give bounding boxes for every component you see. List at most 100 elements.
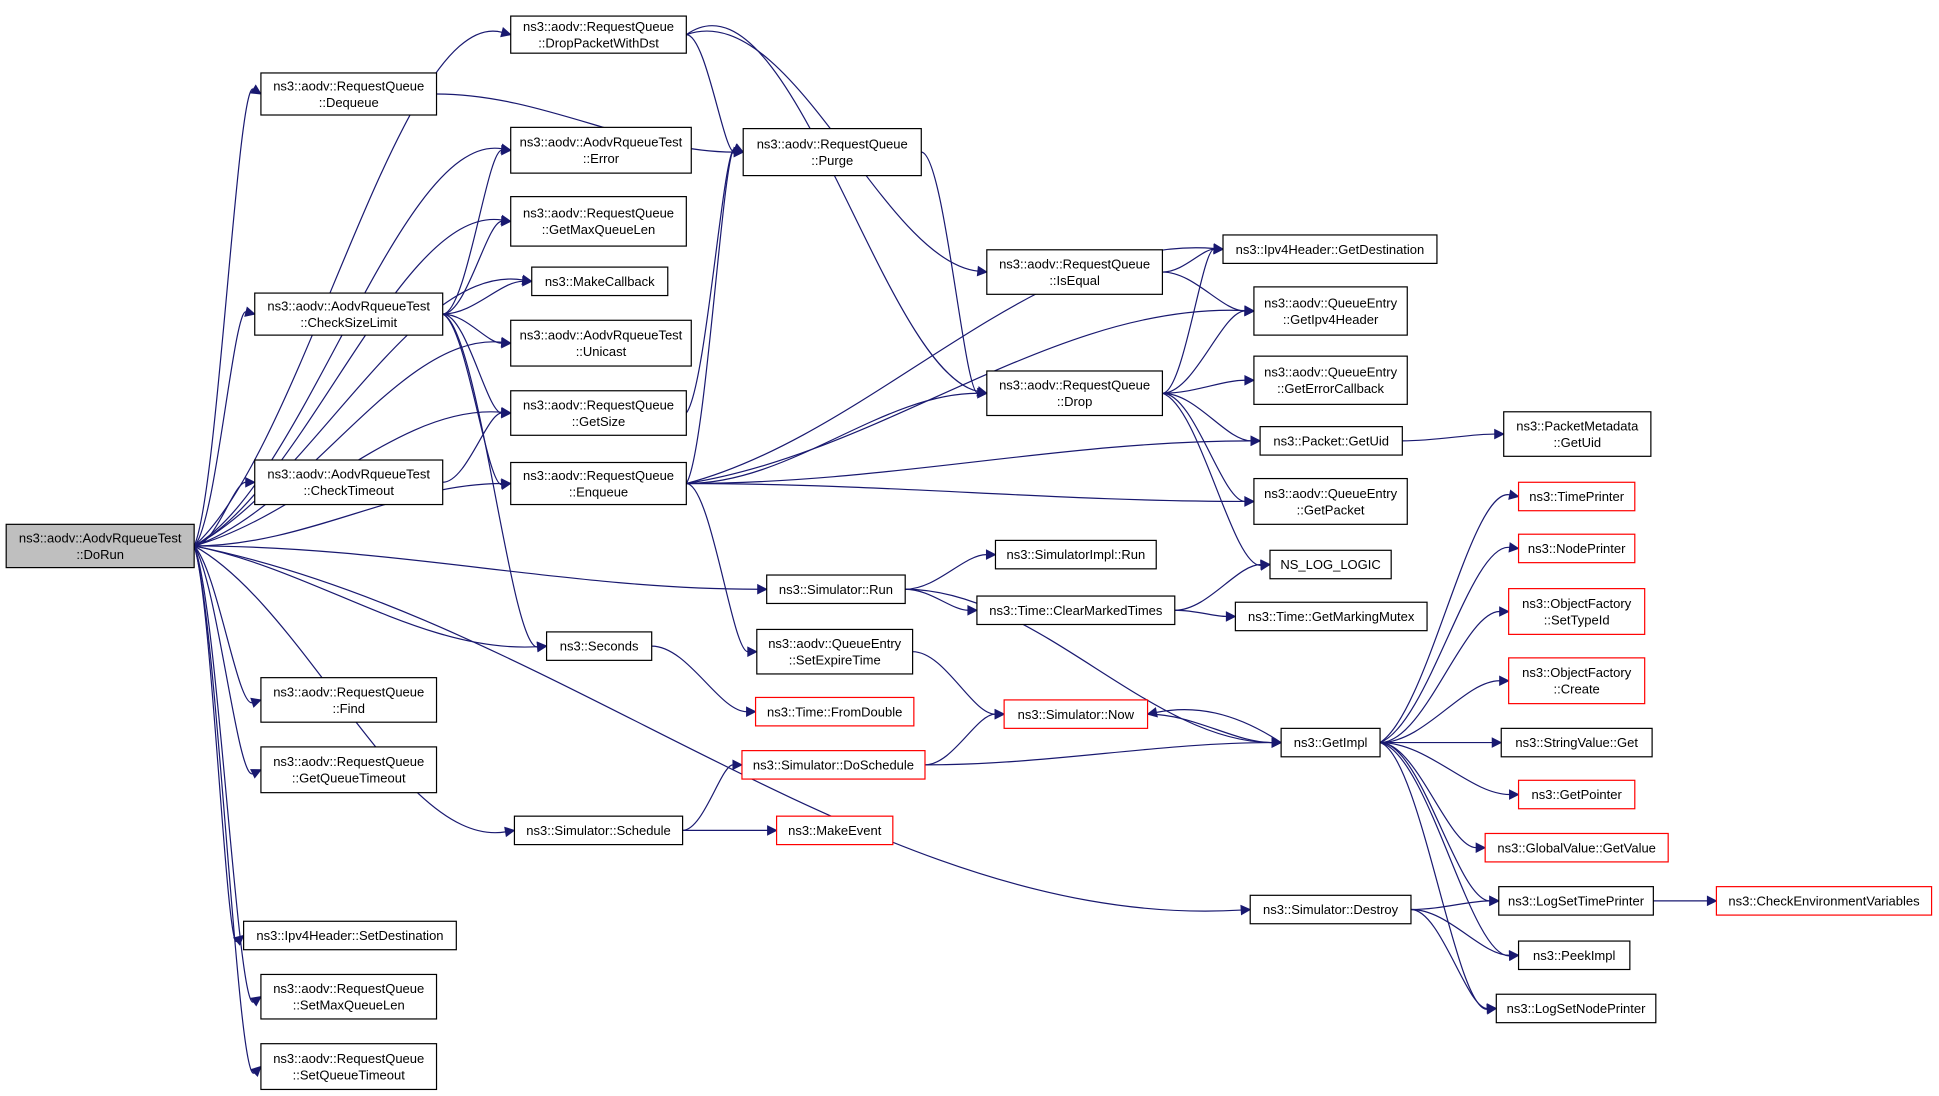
edge-dorun-to-makecallback bbox=[193, 278, 523, 547]
node-dequeue[interactable]: ns3::aodv::RequestQueue::Dequeue bbox=[260, 72, 438, 116]
node-dorun[interactable]: ns3::aodv::AodvRqueueTest::DoRun bbox=[5, 523, 195, 569]
arrowhead-getimpl-to-gvgetvalue bbox=[1475, 842, 1487, 854]
node-seconds[interactable]: ns3::Seconds bbox=[545, 631, 653, 661]
node-label: ns3::aodv::AodvRqueueTest bbox=[520, 135, 683, 150]
node-pmgetuid[interactable]: ns3::PacketMetadata::GetUid bbox=[1503, 411, 1652, 457]
node-destroy[interactable]: ns3::Simulator::Destroy bbox=[1249, 894, 1412, 925]
edge-destroy-to-logsetnode bbox=[1410, 908, 1488, 1010]
arrowhead-dorun-to-dequeue bbox=[250, 84, 262, 95]
node-getpacket[interactable]: ns3::aodv::QueueEntry::GetPacket bbox=[1253, 477, 1408, 525]
node-label: ::GetQueueTimeout bbox=[292, 771, 406, 786]
node-checkenv[interactable]: ns3::CheckEnvironmentVariables bbox=[1715, 886, 1933, 916]
node-box bbox=[1003, 699, 1149, 729]
edges-layer bbox=[193, 25, 1718, 1077]
node-geterrcb[interactable]: ns3::aodv::QueueEntry::GetErrorCallback bbox=[1253, 355, 1408, 405]
node-simrun[interactable]: ns3::Simulator::Run bbox=[766, 574, 906, 605]
node-setqtimeout[interactable]: ns3::aodv::RequestQueue::SetQueueTimeout bbox=[260, 1043, 438, 1091]
node-getqtimeout[interactable]: ns3::aodv::RequestQueue::GetQueueTimeout bbox=[260, 746, 438, 794]
edge-checksize-to-error bbox=[442, 149, 503, 315]
node-unicast[interactable]: ns3::aodv::AodvRqueueTest::Unicast bbox=[510, 319, 692, 367]
edge-enqueue-to-getpacket bbox=[686, 482, 1245, 503]
node-label: ns3::Simulator::Destroy bbox=[1263, 902, 1399, 917]
node-makecallback[interactable]: ns3::MakeCallback bbox=[531, 266, 669, 297]
node-box bbox=[510, 461, 687, 506]
arrowhead-clearmarked-to-nslog bbox=[1260, 559, 1272, 570]
node-ipv4setdest[interactable]: ns3::Ipv4Header::SetDestination bbox=[243, 920, 457, 951]
node-checktimeout[interactable]: ns3::aodv::AodvRqueueTest::CheckTimeout bbox=[254, 459, 444, 506]
edge-setexpire-to-simnow bbox=[912, 651, 996, 715]
node-logsetnode[interactable]: ns3::LogSetNodePrinter bbox=[1495, 993, 1657, 1024]
node-timeprinter[interactable]: ns3::TimePrinter bbox=[1517, 481, 1636, 512]
node-label: ns3::aodv::RequestQueue bbox=[273, 1051, 424, 1066]
node-label: ns3::aodv::RequestQueue bbox=[273, 981, 424, 996]
node-getpointer[interactable]: ns3::GetPointer bbox=[1517, 779, 1636, 810]
edge-dorun-to-dequeue bbox=[193, 88, 254, 547]
node-label: ::IsEqual bbox=[1049, 273, 1100, 288]
node-error[interactable]: ns3::aodv::AodvRqueueTest::Error bbox=[510, 126, 692, 174]
node-label: ns3::Time::GetMarkingMutex bbox=[1248, 609, 1415, 624]
node-label: ns3::aodv::QueueEntry bbox=[1264, 486, 1397, 501]
node-box bbox=[1234, 601, 1428, 632]
arrowhead-dorun-to-ipv4setdest bbox=[232, 934, 245, 946]
node-schedule[interactable]: ns3::Simulator::Schedule bbox=[513, 815, 684, 846]
node-nslog[interactable]: NS_LOG_LOGIC bbox=[1269, 549, 1392, 580]
node-logsettime[interactable]: ns3::LogSetTimePrinter bbox=[1498, 886, 1654, 916]
edge-enqueue-to-getipv4hdr bbox=[686, 309, 1245, 485]
node-getmaxqlen[interactable]: ns3::aodv::RequestQueue::GetMaxQueueLen bbox=[510, 196, 687, 247]
arrowhead-getimpl-to-strget bbox=[1491, 737, 1503, 748]
arrowhead-getimpl-to-timeprinter bbox=[1508, 489, 1520, 500]
node-box bbox=[1503, 411, 1652, 457]
node-isequal[interactable]: ns3::aodv::RequestQueue::IsEqual bbox=[986, 249, 1164, 295]
node-label: ns3::Ipv4Header::GetDestination bbox=[1236, 242, 1425, 257]
node-nodeprinter[interactable]: ns3::NodePrinter bbox=[1517, 533, 1636, 564]
node-box bbox=[1484, 832, 1669, 863]
node-strget[interactable]: ns3::StringValue::Get bbox=[1500, 727, 1653, 758]
node-simimplrun[interactable]: ns3::SimulatorImpl::Run bbox=[994, 539, 1157, 570]
node-packetgetuid[interactable]: ns3::Packet::GetUid bbox=[1259, 426, 1403, 456]
node-getmarkmutex[interactable]: ns3::Time::GetMarkingMutex bbox=[1234, 601, 1428, 632]
node-box bbox=[254, 292, 444, 336]
node-find[interactable]: ns3::aodv::RequestQueue::Find bbox=[260, 677, 438, 723]
node-purge[interactable]: ns3::aodv::RequestQueue::Purge bbox=[742, 128, 922, 177]
node-clearmarked[interactable]: ns3::Time::ClearMarkedTimes bbox=[976, 595, 1176, 626]
node-label: ns3::MakeCallback bbox=[545, 274, 655, 289]
node-label: ns3::LogSetNodePrinter bbox=[1507, 1001, 1646, 1016]
node-simnow[interactable]: ns3::Simulator::Now bbox=[1003, 699, 1149, 729]
node-makeevent[interactable]: ns3::MakeEvent bbox=[775, 815, 894, 846]
node-box bbox=[1280, 727, 1381, 758]
node-doschedule[interactable]: ns3::Simulator::DoSchedule bbox=[741, 750, 926, 780]
node-setmaxqlen[interactable]: ns3::aodv::RequestQueue::SetMaxQueueLen bbox=[260, 973, 438, 1020]
arrowhead-dorun-to-setqtimeout bbox=[250, 1065, 262, 1077]
node-label: ns3::aodv::QueueEntry bbox=[768, 636, 901, 651]
node-getsize[interactable]: ns3::aodv::RequestQueue::GetSize bbox=[510, 390, 687, 436]
node-label: ::GetIpv4Header bbox=[1283, 312, 1379, 327]
arrowhead-getimpl-to-peekimpl bbox=[1508, 950, 1520, 962]
node-box bbox=[976, 595, 1176, 626]
arrowhead-getimpl-to-ofcreate bbox=[1499, 675, 1510, 687]
node-gvgetvalue[interactable]: ns3::GlobalValue::GetValue bbox=[1484, 832, 1669, 863]
edge-getsize-to-purge bbox=[685, 148, 736, 414]
edge-enqueue-to-setexpire bbox=[686, 482, 749, 653]
node-setexpire[interactable]: ns3::aodv::QueueEntry::SetExpireTime bbox=[756, 628, 914, 675]
node-ipv4getdest[interactable]: ns3::Ipv4Header::GetDestination bbox=[1222, 234, 1438, 264]
edge-drop-to-ipv4getdest bbox=[1162, 248, 1215, 394]
node-dropdst[interactable]: ns3::aodv::RequestQueue::DropPacketWithD… bbox=[510, 15, 687, 54]
node-ofsettypeid[interactable]: ns3::ObjectFactory::SetTypeId bbox=[1508, 588, 1646, 635]
edge-schedule-to-doschedule bbox=[682, 764, 734, 831]
arrowhead-dorun-to-checksize bbox=[244, 306, 256, 317]
arrowhead-seconds-to-fromdouble bbox=[746, 706, 757, 717]
node-getimpl[interactable]: ns3::GetImpl bbox=[1280, 727, 1381, 758]
node-label: ns3::GetPointer bbox=[1532, 787, 1623, 802]
node-box bbox=[1495, 993, 1657, 1024]
node-box bbox=[1249, 894, 1412, 925]
node-checksize[interactable]: ns3::aodv::AodvRqueueTest::CheckSizeLimi… bbox=[254, 292, 444, 336]
node-peekimpl[interactable]: ns3::PeekImpl bbox=[1517, 940, 1631, 971]
node-fromdouble[interactable]: ns3::Time::FromDouble bbox=[754, 696, 915, 727]
node-box bbox=[775, 815, 894, 846]
node-label: ::SetExpireTime bbox=[789, 653, 881, 668]
node-drop[interactable]: ns3::aodv::RequestQueue::Drop bbox=[986, 370, 1164, 417]
node-ofcreate[interactable]: ns3::ObjectFactory::Create bbox=[1508, 657, 1646, 705]
node-getipv4hdr[interactable]: ns3::aodv::QueueEntry::GetIpv4Header bbox=[1253, 286, 1408, 336]
node-enqueue[interactable]: ns3::aodv::RequestQueue::Enqueue bbox=[510, 461, 687, 506]
node-label: ::GetSize bbox=[572, 414, 625, 429]
